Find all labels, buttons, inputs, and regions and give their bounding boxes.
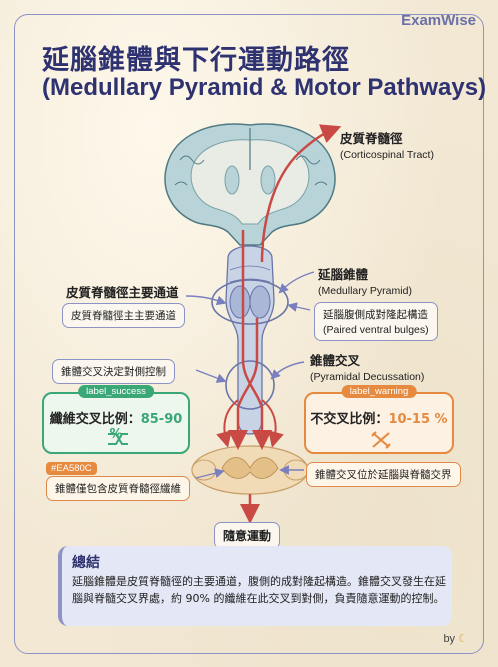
warning-tag: label_warning — [341, 385, 417, 398]
page-title: 延腦錐體與下行運動路徑 — [42, 45, 350, 76]
summary-text: 延腦錐體是皮質脊髓徑的主要通道，腹側的成對隆起構造。錐體交叉發生在延腦與脊髓交叉… — [72, 575, 446, 605]
page-frame — [14, 14, 484, 654]
brain-slice — [164, 123, 336, 246]
main-path-pill: 皮質脊髓徑主主要通道 — [62, 303, 185, 328]
descending-tract-right — [228, 318, 259, 450]
footer-credit: by ☾ — [443, 633, 468, 645]
decussation-highlight — [225, 360, 275, 410]
pyramid-label: 延腦錐體 (Medullary Pyramid) — [318, 267, 412, 297]
descending-tract-left — [241, 230, 272, 450]
hex-color-tag: #EA580C — [46, 462, 97, 475]
page-subtitle: (Medullary Pyramid & Motor Pathways) — [42, 74, 487, 101]
success-tag: label_success — [78, 385, 154, 398]
crossing-icon — [108, 433, 128, 445]
brand-logo: ExamWise — [401, 12, 476, 29]
medulla — [225, 245, 275, 435]
summary-box: 總結 延腦錐體是皮質脊髓徑的主要通道，腹側的成對隆起構造。錐體交叉發生在延腦與脊… — [58, 546, 452, 626]
crossing-ratio-card: label_success 纖維交叉比例：85-90 % — [42, 385, 190, 454]
lateral-tract-left — [216, 399, 239, 448]
corticospinal-tract-path — [260, 124, 342, 263]
voluntary-movement-box: 隨意運動 — [214, 522, 281, 549]
uncrossed-ratio-value: 10-15 % — [388, 412, 448, 427]
junction-pill: 錐體交叉位於延腦與脊髓交界 — [306, 462, 461, 487]
corticospinal-label: 皮質脊髓徑 (Corticospinal Tract) — [340, 131, 434, 161]
no-crossing-icon — [371, 431, 391, 449]
moon-icon: ☾ — [458, 633, 468, 645]
uncrossed-ratio-text: 不交叉比例：10-15 % — [310, 412, 448, 427]
contralateral-pill: 錐體交叉決定對側控制 — [52, 359, 175, 384]
uncrossed-ratio-card: label_warning 不交叉比例：10-15 % — [304, 385, 454, 454]
summary-heading: 總結 — [72, 555, 100, 571]
pyramid-highlight — [211, 279, 289, 325]
decussation-label: 錐體交叉 (Pyramidal Decussation) — [310, 353, 425, 383]
ventral-bulges-pill: 延腦腹側成對隆起構造 (Paired ventral bulges) — [314, 302, 438, 341]
main-path-heading: 皮質脊髓徑主要通道 — [66, 285, 179, 300]
tract-only-pill: 錐體僅包含皮質脊髓徑纖維 — [46, 476, 190, 501]
lateral-tract-right — [261, 399, 284, 448]
